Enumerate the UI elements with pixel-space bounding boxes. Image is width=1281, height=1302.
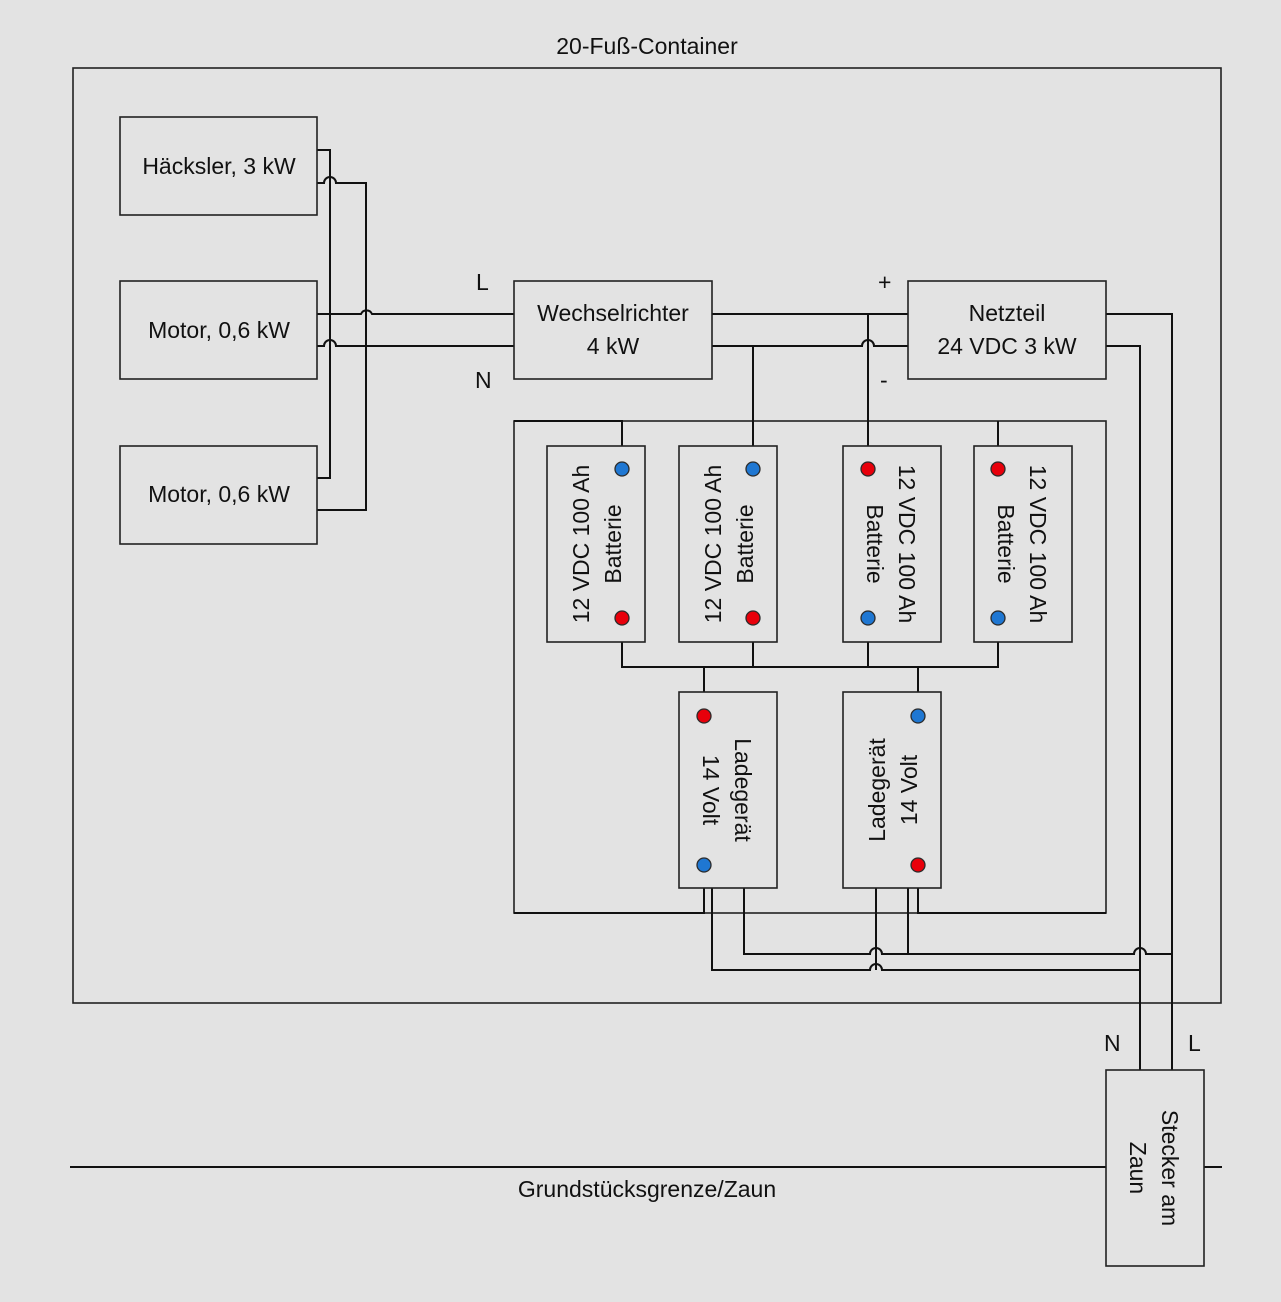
charger-1-label: Ladegerät <box>730 738 756 842</box>
load-box-motor-2 <box>119 445 318 545</box>
charger1-mains-l <box>743 888 1172 955</box>
battery-4-rating: 12 VDC 100 Ah <box>1025 465 1051 624</box>
load-wire-n <box>317 176 367 511</box>
inverter-input-l: L <box>476 269 489 295</box>
plug-box <box>1105 1069 1205 1267</box>
charger2-pos-return <box>917 865 1106 914</box>
battery-1-label: Batterie <box>600 504 626 583</box>
charger-2-negative-terminal <box>910 708 926 724</box>
inverter-label-name: Wechselrichter <box>537 300 689 326</box>
battery-4-positive-terminal <box>990 461 1006 477</box>
load-label-haecksler: Häcksler, 3 kW <box>142 153 296 179</box>
charger-1-negative-terminal <box>696 857 712 873</box>
charger-1-voltage: 14 Volt <box>698 755 724 826</box>
plug-label-line2: Zaun <box>1125 1142 1151 1194</box>
psu-mains-l <box>1106 313 1173 1070</box>
battery-4-label: Batterie <box>993 504 1019 583</box>
psu-mains-n <box>1106 345 1141 1070</box>
charger-2-voltage: 14 Volt <box>896 754 922 825</box>
line-n-to-inverter <box>317 339 514 347</box>
battery-3-positive-terminal <box>860 461 876 477</box>
plug-label-l: L <box>1188 1030 1201 1056</box>
load-box-haecksler <box>119 116 318 216</box>
load-label-motor-1: Motor, 0,6 kW <box>148 317 290 343</box>
charger-1-positive-terminal <box>696 708 712 724</box>
charger-2-label: Ladegerät <box>864 738 890 842</box>
inverter-input-n: N <box>475 367 492 393</box>
inverter-box <box>513 280 713 380</box>
battery-1-rating: 12 VDC 100 Ah <box>568 465 594 624</box>
plug-label-line1: Stecker am <box>1157 1110 1183 1226</box>
battery-box-1 <box>546 445 646 643</box>
plug-label-n: N <box>1104 1030 1121 1056</box>
battery-box-4 <box>973 445 1073 643</box>
battery-2-rating: 12 VDC 100 Ah <box>700 465 726 624</box>
inverter-label-power: 4 kW <box>587 333 640 359</box>
dc-minus-bus <box>712 339 908 347</box>
power-supply-plus: + <box>878 269 891 295</box>
charger-box-1 <box>678 691 778 889</box>
battery-3-label: Batterie <box>862 504 888 583</box>
charger-box-2 <box>842 691 942 889</box>
battery-3-negative-terminal <box>860 610 876 626</box>
load-label-motor-2: Motor, 0,6 kW <box>148 481 290 507</box>
battery-enclosure <box>513 420 1107 914</box>
container-title: 20-Fuß-Container <box>556 33 738 59</box>
power-supply-label-name: Netzteil <box>969 300 1046 326</box>
battery-1-positive-terminal <box>614 610 630 626</box>
battery-1-negative-terminal <box>614 461 630 477</box>
battery-2-negative-terminal <box>745 461 761 477</box>
power-supply-minus: - <box>880 367 888 393</box>
boundary-label: Grundstücksgrenze/Zaun <box>518 1176 776 1202</box>
line-l-to-inverter <box>317 309 514 315</box>
charger1-neg-return <box>514 865 705 914</box>
charger1-mains-n <box>711 888 1140 971</box>
load-box-motor-1 <box>119 280 318 380</box>
battery-4-negative-terminal <box>990 610 1006 626</box>
charger-2-positive-terminal <box>910 857 926 873</box>
battery-3-rating: 12 VDC 100 Ah <box>894 465 920 624</box>
battery-2-label: Batterie <box>732 504 758 583</box>
power-supply-box <box>907 280 1107 380</box>
container-outline <box>72 67 1222 1004</box>
battery-box-3 <box>842 445 942 643</box>
battery-2-positive-terminal <box>745 610 761 626</box>
power-supply-label-rating: 24 VDC 3 kW <box>937 333 1077 359</box>
battery-box-2 <box>678 445 778 643</box>
